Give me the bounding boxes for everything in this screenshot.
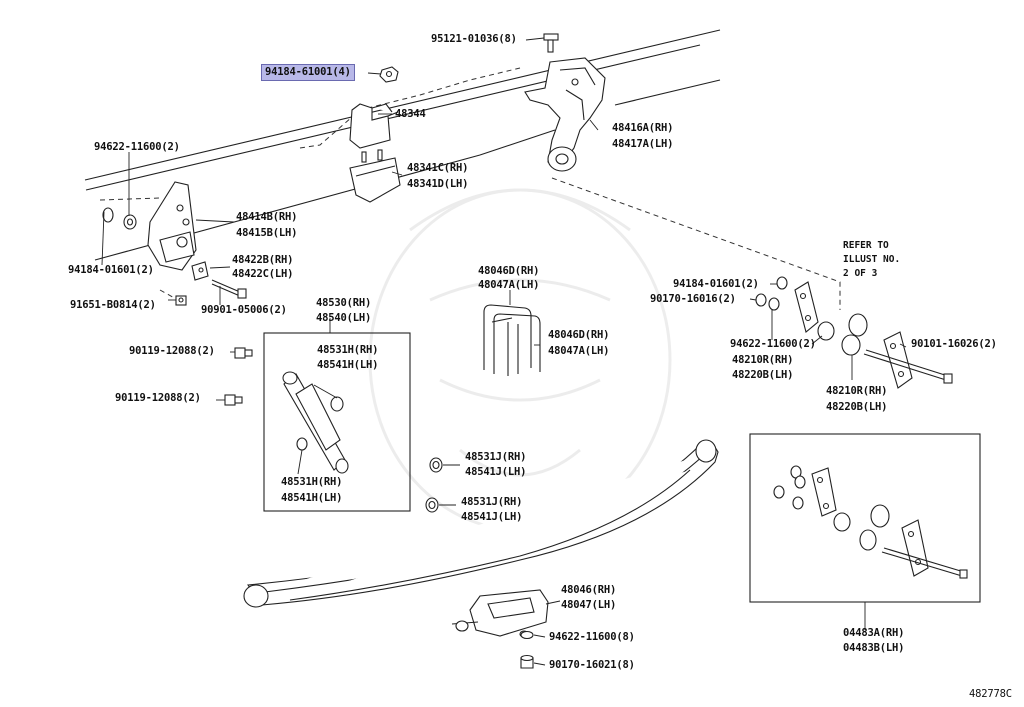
part-label-48220b-a[interactable]: 48220B(LH) [732,369,794,381]
rear-spring-hanger [524,57,606,172]
part-label-48422c[interactable]: 48422C(LH) [232,268,294,280]
part-label-48530[interactable]: 48530(RH) [316,297,372,309]
part-label-94184-01601-right[interactable]: 94184-01601(2) [673,278,759,290]
part-label-48046d-top[interactable]: 48046D(RH) [478,265,540,277]
part-label-48220b-b[interactable]: 48220B(LH) [826,401,888,413]
part-label-48541j-b[interactable]: 48541J(LH) [461,511,523,523]
part-label-48531j-b[interactable]: 48531J(RH) [461,496,523,508]
part-label-48540[interactable]: 48540(LH) [316,312,372,324]
bolt-91651 [175,295,187,306]
watermark-emblem [368,188,672,532]
part-label-90170-16021[interactable]: 90170-16021(8) [549,659,635,671]
part-label-48046[interactable]: 48046(RH) [561,584,617,596]
part-label-48541h-a[interactable]: 48541H(LH) [317,359,379,371]
part-label-48341c[interactable]: 48341C(RH) [407,162,469,174]
part-label-48415b[interactable]: 48415B(LH) [236,227,298,239]
part-label-48541h-b[interactable]: 48541H(LH) [281,492,343,504]
washer-94622-bottom [520,630,534,640]
refer-note-line1: REFER TO [843,240,889,251]
part-label-48210r-b[interactable]: 48210R(RH) [826,385,888,397]
part-label-95121-01036[interactable]: 95121-01036(8) [431,33,517,45]
part-label-48531h-b[interactable]: 48531H(RH) [281,476,343,488]
hanger-bushings [102,207,137,230]
part-label-48047[interactable]: 48047(LH) [561,599,617,611]
part-label-48344[interactable]: 48344 [395,108,426,120]
part-label-48416a[interactable]: 48416A(RH) [612,122,674,134]
refer-note-line2: ILLUST NO. [843,254,901,265]
shackle-parts [755,276,953,389]
part-label-04483b[interactable]: 04483B(LH) [843,642,905,654]
bump-stopper [349,149,401,203]
part-label-48047a-mid[interactable]: 48047A(LH) [548,345,610,357]
part-label-91651-b0814[interactable]: 91651-B0814(2) [70,299,156,311]
spring-seat [451,589,549,638]
bushings-48531j [425,457,443,513]
part-label-48417a[interactable]: 48417A(LH) [612,138,674,150]
part-label-48341d[interactable]: 48341D(LH) [407,178,469,190]
part-label-94184-01601-left[interactable]: 94184-01601(2) [68,264,154,276]
part-label-90901-05006[interactable]: 90901-05006(2) [201,304,287,316]
part-label-48541j-a[interactable]: 48541J(LH) [465,466,527,478]
part-label-48046d-mid[interactable]: 48046D(RH) [548,329,610,341]
refer-note-line3: 2 OF 3 [843,268,878,279]
part-label-90101-16026[interactable]: 90101-16026(2) [911,338,997,350]
bolts-90119 [224,347,253,406]
part-label-94184-61001[interactable]: 94184-61001(4) [261,64,355,81]
part-label-48531j-a[interactable]: 48531J(RH) [465,451,527,463]
hidden-lines [99,67,841,310]
bump-stopper-bracket [349,103,399,149]
frame-rail [84,29,721,261]
shock-absorber [282,371,349,474]
part-label-04483a[interactable]: 04483A(RH) [843,627,905,639]
part-label-90119-12088-b[interactable]: 90119-12088(2) [115,392,201,404]
part-label-90170-16016[interactable]: 90170-16016(2) [650,293,736,305]
part-label-94622-11600-right[interactable]: 94622-11600(2) [730,338,816,350]
part-label-48047a-top[interactable]: 48047A(LH) [478,279,540,291]
part-label-48210r-a[interactable]: 48210R(RH) [732,354,794,366]
diagram-code: 482778C [969,688,1012,700]
part-label-94622-11600-top[interactable]: 94622-11600(2) [94,141,180,153]
part-label-48414b[interactable]: 48414B(RH) [236,211,298,223]
u-bolts [483,304,541,376]
front-hanger-bracket [147,181,197,271]
part-label-48422b[interactable]: 48422B(RH) [232,254,294,266]
shackle-kit-box [749,433,981,603]
nut-94184-61001 [379,66,399,83]
shock-absorber-group-box [263,332,411,512]
part-label-48531h-a[interactable]: 48531H(RH) [317,344,379,356]
leaf-spring [243,439,719,608]
bracket-48422 [191,261,247,299]
part-label-90119-12088-a[interactable]: 90119-12088(2) [129,345,215,357]
leader-lines [101,37,907,666]
nut-90170-16021 [520,654,534,669]
part-label-94622-11600-bottom[interactable]: 94622-11600(8) [549,631,635,643]
shackle-kit-parts [773,465,968,579]
bolt-95121 [543,33,559,53]
